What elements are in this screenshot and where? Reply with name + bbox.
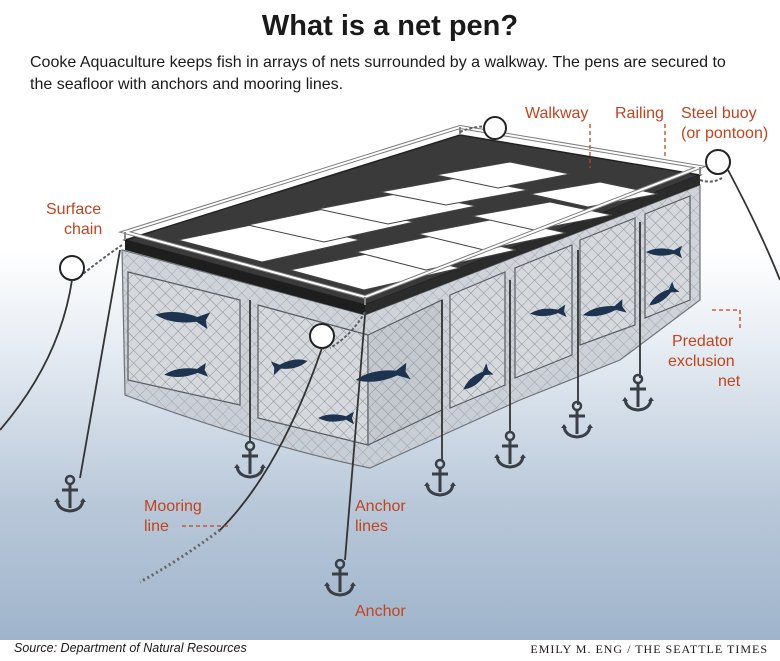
label-railing: Railing	[615, 105, 664, 122]
label-mooring-2: line	[144, 518, 169, 535]
mooring-lines	[0, 169, 780, 531]
mooring-chain-seafloor	[139, 528, 221, 584]
label-predator-2: exclusion	[668, 353, 735, 370]
label-surface-chain: Surface	[46, 201, 102, 218]
label-walkway: Walkway	[525, 105, 589, 122]
anchor-lines	[79, 222, 641, 561]
label-anchor-lines: Anchor	[355, 498, 406, 515]
page-subtitle: Cooke Aquaculture keeps fish in arrays o…	[30, 54, 726, 93]
source-note: Source: Department of Natural Resources	[14, 641, 247, 655]
label-steel-buoy: Steel buoy	[681, 105, 757, 122]
label-predator: Predator	[672, 333, 734, 350]
label-predator-3: net	[718, 373, 741, 390]
steel-buoys	[59, 116, 731, 349]
label-anchor: Anchor	[355, 603, 406, 620]
page-title: What is a net pen?	[261, 10, 519, 42]
label-mooring: Mooring	[144, 498, 202, 515]
label-anchor-lines-2: lines	[355, 518, 388, 535]
walkway-platform	[117, 124, 708, 315]
label-steel-buoy-2: (or pontoon)	[681, 125, 769, 142]
credit-line: EMILY M. ENG / THE SEATTLE TIMES	[530, 642, 768, 656]
leader-lines	[182, 124, 741, 527]
label-surface-chain-2: chain	[64, 221, 103, 238]
